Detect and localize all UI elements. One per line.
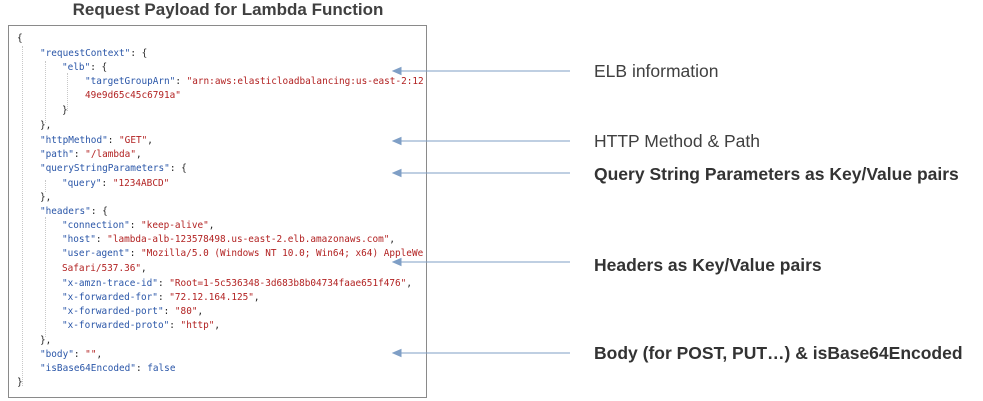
code-line-http-method: "httpMethod": "GET", — [40, 135, 153, 146]
code-line: }, — [40, 120, 52, 131]
indent-guide — [22, 46, 23, 386]
label-body-base64: Body (for POST, PUT…) & isBase64Encoded — [594, 343, 963, 363]
code-line-header-forwarded-port: "x-forwarded-port": "80", — [62, 306, 204, 317]
code-line-elb: "elb": { — [62, 62, 108, 73]
code-line-query-string-parameters: "queryStringParameters": { — [40, 163, 187, 174]
label-elb-information: ELB information — [594, 61, 719, 81]
code-line-header-forwarded-for: "x-forwarded-for": "72.12.164.125", — [62, 292, 260, 303]
code-line-is-base64-encoded: "isBase64Encoded": false — [40, 363, 176, 374]
code-line: } — [62, 105, 68, 116]
code-line: { — [17, 33, 23, 44]
arrow-query — [391, 168, 570, 178]
code-line: } — [17, 377, 23, 388]
code-line-request-context: "requestContext": { — [40, 48, 148, 59]
code-line-header-trace-id: "x-amzn-trace-id": "Root=1-5c536348-3d68… — [62, 278, 412, 289]
code-line-header-user-agent: "user-agent": "Mozilla/5.0 (Windows NT 1… — [62, 248, 424, 259]
arrow-headers — [391, 257, 570, 267]
code-line-path: "path": "/lambda", — [40, 149, 142, 160]
diagram-title: Request Payload for Lambda Function — [72, 0, 384, 19]
code-line-header-host: "host": "lambda-alb-123578498.us-east-2.… — [62, 234, 396, 245]
code-line-header-connection: "connection": "keep-alive", — [62, 220, 215, 231]
label-http-method-path: HTTP Method & Path — [594, 131, 761, 151]
indent-guide — [45, 180, 46, 192]
code-line-header-user-agent-cont: Safari/537.36", — [62, 263, 147, 274]
code-line: }, — [40, 335, 52, 346]
indent-guide — [45, 61, 46, 123]
code-line: }, — [40, 192, 52, 203]
label-headers: Headers as Key/Value pairs — [594, 255, 822, 275]
arrow-method — [391, 136, 570, 146]
code-line-target-group-arn: "targetGroupArn": "arn:aws:elasticloadba… — [85, 76, 424, 87]
code-line-body: "body": "", — [40, 349, 103, 360]
code-line-target-group-arn-cont: 49e9d65c45c6791a" — [85, 90, 181, 101]
indent-guide — [67, 73, 68, 111]
indent-guide — [45, 217, 46, 337]
code-line-query: "query": "1234ABCD" — [62, 178, 170, 189]
code-line-header-forwarded-proto: "x-forwarded-proto": "http", — [62, 320, 221, 331]
label-query-string-parameters: Query String Parameters as Key/Value pai… — [594, 164, 959, 184]
arrow-elb — [391, 66, 570, 76]
json-payload-panel: { "requestContext": { "elb": { "targetGr… — [8, 25, 427, 398]
arrow-body — [391, 348, 570, 358]
code-line-headers: "headers": { — [40, 206, 108, 217]
